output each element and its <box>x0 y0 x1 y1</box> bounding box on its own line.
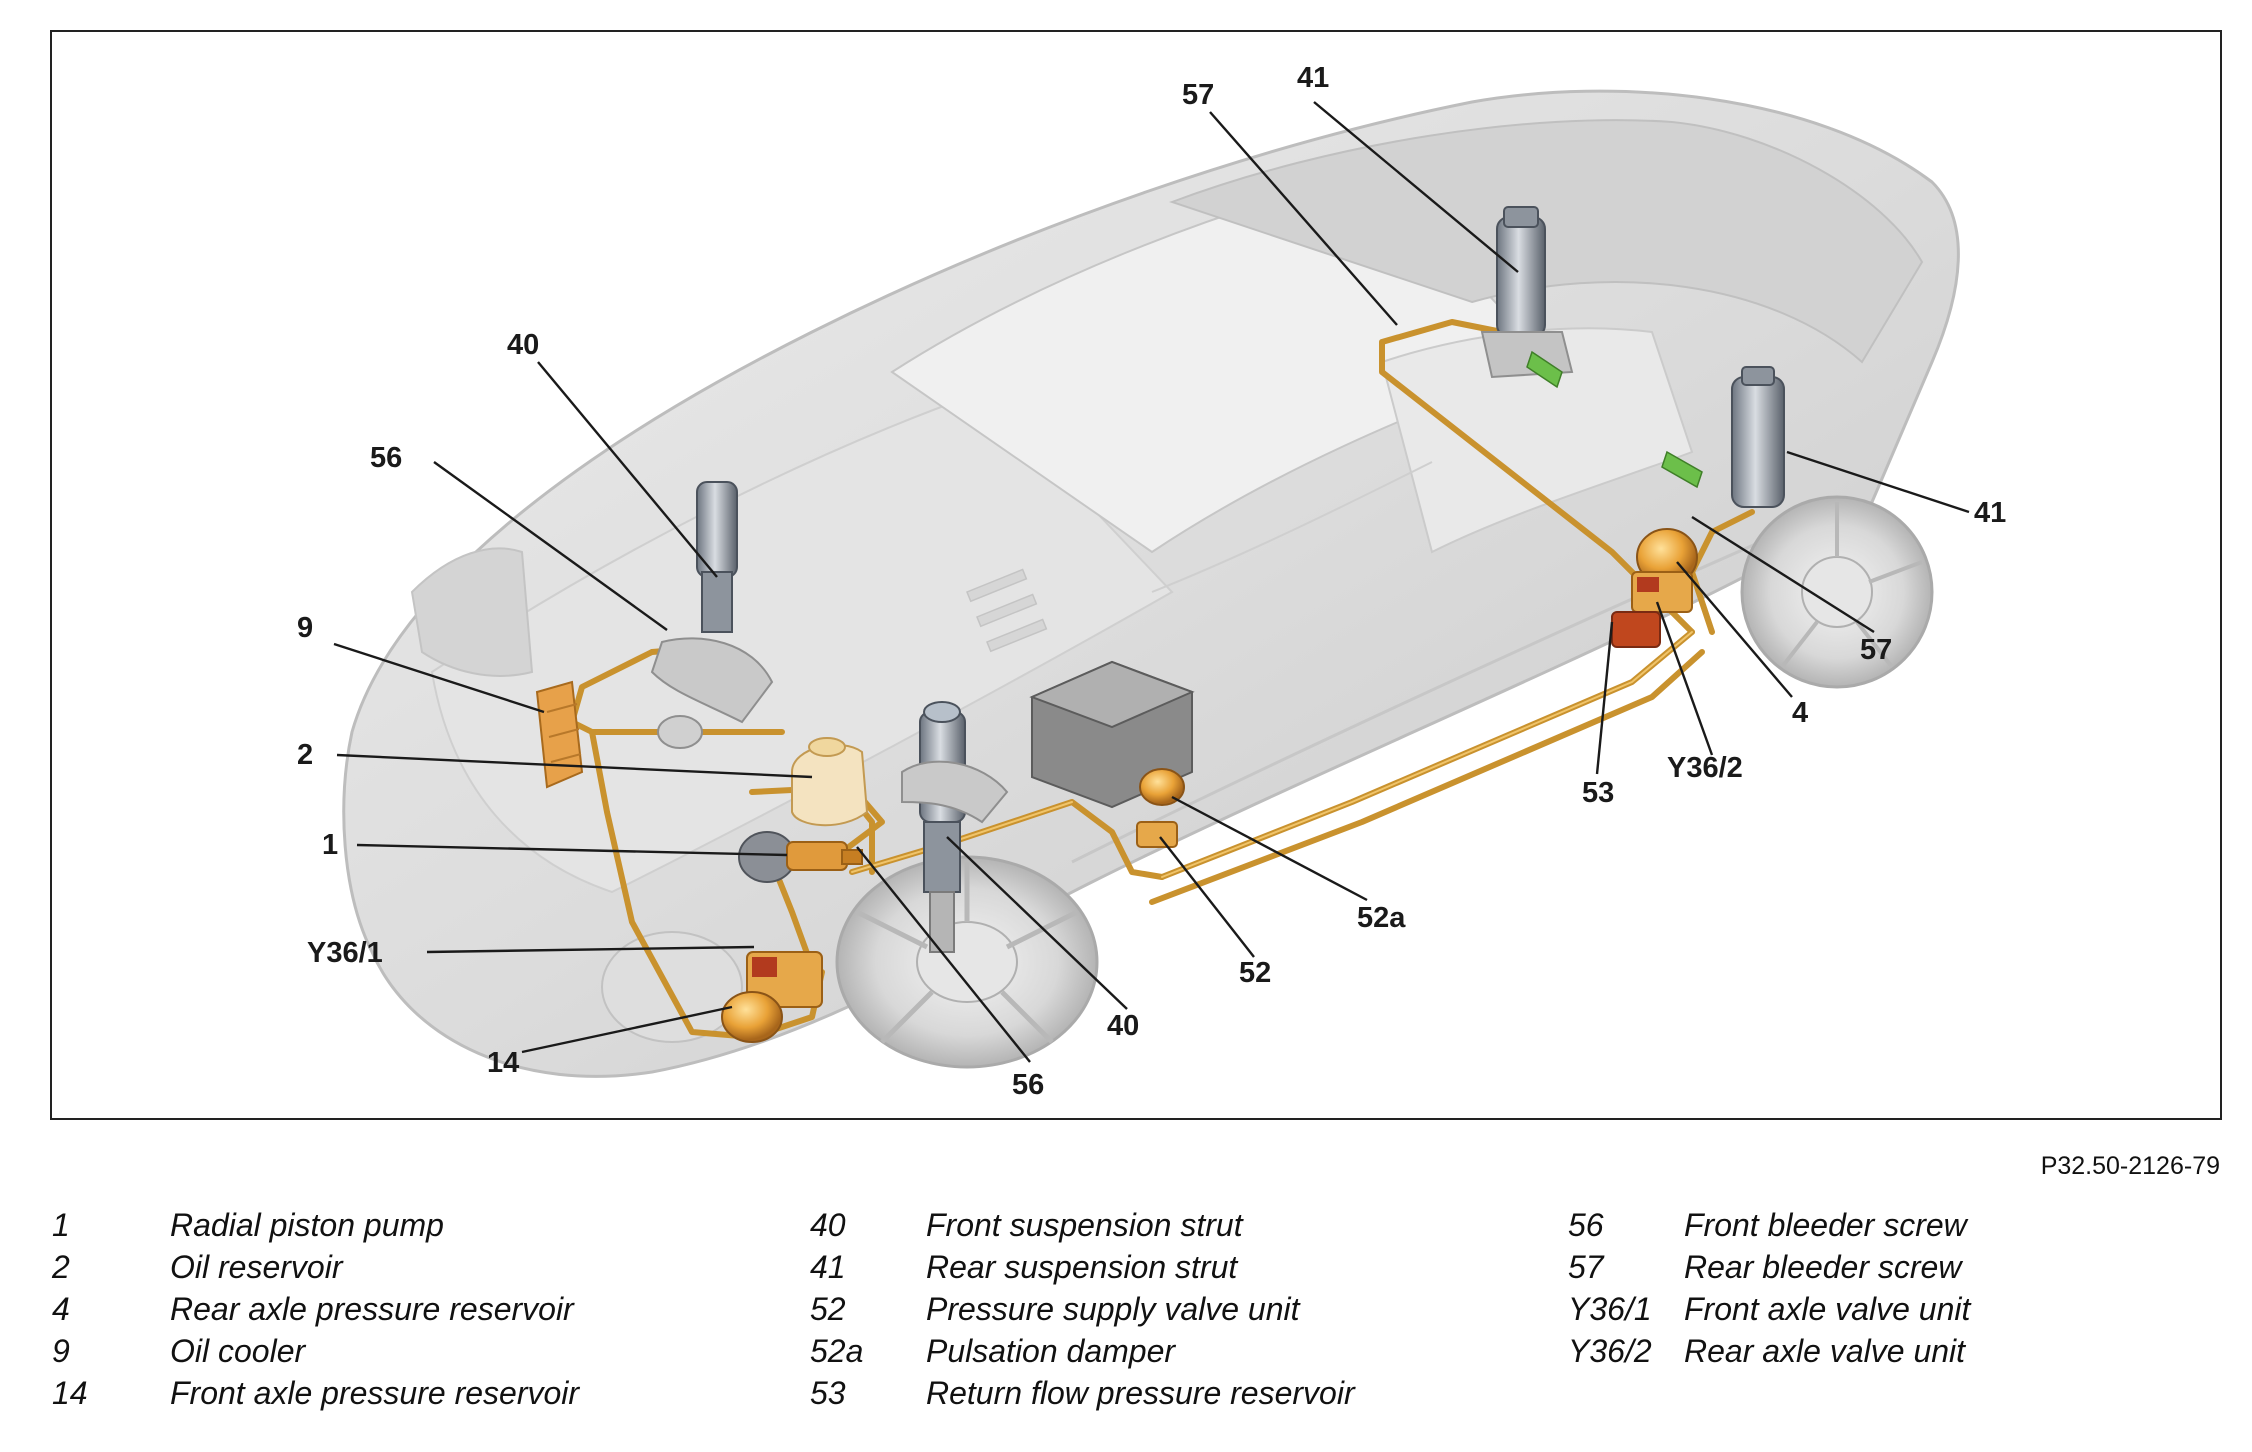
rear-wheel <box>1740 495 1934 689</box>
callout-41-top: 41 <box>1297 62 1329 94</box>
legend-text: Pulsation damper <box>926 1333 1176 1369</box>
oil-reservoir <box>791 737 869 827</box>
figure-reference-id: P32.50-2126-79 <box>2040 1152 2220 1180</box>
front-wheel <box>835 855 1099 1069</box>
legend-text: Rear bleeder screw <box>1684 1249 1962 1285</box>
legend-text: Front axle pressure reservoir <box>170 1375 580 1411</box>
legend-text: Front suspension strut <box>926 1207 1243 1243</box>
oil-cooler <box>535 680 584 789</box>
legend-number: 41 <box>810 1249 846 1285</box>
legend-text: Oil cooler <box>170 1333 306 1369</box>
legend-text: Rear axle valve unit <box>1684 1333 1966 1369</box>
legend-number: 52 <box>810 1291 846 1327</box>
legend-number: Y36/1 <box>1568 1291 1652 1327</box>
callout-57-right: 57 <box>1860 634 1892 666</box>
legend-number: 57 <box>1568 1249 1604 1285</box>
callout-y36-1: Y36/1 <box>307 937 383 969</box>
hydraulic-suspension-diagram: 57 41 40 56 9 2 1 Y36/1 14 56 40 52 52a … <box>297 62 2006 1101</box>
callout-53: 53 <box>1582 777 1614 809</box>
pressure-supply-valve-unit <box>1136 821 1178 848</box>
legend-number: 53 <box>810 1375 846 1411</box>
legend-number: 2 <box>52 1249 70 1285</box>
legend-number: 40 <box>810 1207 846 1243</box>
legend-number: 9 <box>52 1333 70 1369</box>
callout-57-top: 57 <box>1182 79 1214 111</box>
callout-14: 14 <box>487 1047 519 1079</box>
legend-text: Rear axle pressure reservoir <box>170 1291 574 1327</box>
pulsation-damper <box>1139 768 1185 806</box>
legend-text: Oil reservoir <box>170 1249 343 1285</box>
rear-right-suspension-strut <box>1661 366 1785 508</box>
legend-number: 52a <box>810 1333 864 1369</box>
callout-56-left: 56 <box>370 442 402 474</box>
callout-40-lower: 40 <box>1107 1010 1139 1042</box>
rear-axle-valve-unit <box>1631 571 1693 613</box>
callout-52a: 52a <box>1357 902 1406 934</box>
car-body <box>342 89 1960 1078</box>
callout-1: 1 <box>322 829 338 861</box>
legend-text: Pressure supply valve unit <box>926 1291 1300 1327</box>
front-axle-pressure-reservoir <box>721 991 783 1043</box>
front-left-suspension-strut <box>650 481 774 749</box>
legend: 1 Radial piston pump 2 Oil reservoir 4 R… <box>0 1205 2252 1425</box>
callout-52: 52 <box>1239 957 1271 989</box>
diagram-frame: 57 41 40 56 9 2 1 Y36/1 14 56 40 52 52a … <box>50 30 2222 1120</box>
legend-number: 14 <box>52 1375 88 1411</box>
legend-number: 56 <box>1568 1207 1604 1243</box>
legend-text: Rear suspension strut <box>926 1249 1238 1285</box>
legend-text: Radial piston pump <box>170 1207 444 1243</box>
radial-piston-pump <box>738 831 863 883</box>
return-flow-pressure-reservoir <box>1611 611 1661 648</box>
callout-2: 2 <box>297 739 313 771</box>
callout-y36-2: Y36/2 <box>1667 752 1743 784</box>
legend-number: 4 <box>52 1291 70 1327</box>
rear-left-suspension-strut <box>1480 206 1574 389</box>
legend-number: 1 <box>52 1207 70 1243</box>
legend-text: Front axle valve unit <box>1684 1291 1971 1327</box>
legend-number: Y36/2 <box>1568 1333 1652 1369</box>
callout-56-bottom: 56 <box>1012 1069 1044 1101</box>
legend-text: Return flow pressure reservoir <box>926 1375 1355 1411</box>
legend-text: Front bleeder screw <box>1684 1207 1967 1243</box>
callout-labels: 57 41 40 56 9 2 1 Y36/1 14 56 40 52 52a … <box>297 62 2006 1101</box>
front-axle-valve-unit <box>746 951 823 1008</box>
leader-lines <box>333 101 1970 1063</box>
callout-41-right: 41 <box>1974 497 2006 529</box>
callout-40-upper: 40 <box>507 329 539 361</box>
front-left-wheel <box>601 931 743 1043</box>
callout-4: 4 <box>1792 697 1808 729</box>
callout-9: 9 <box>297 612 313 644</box>
